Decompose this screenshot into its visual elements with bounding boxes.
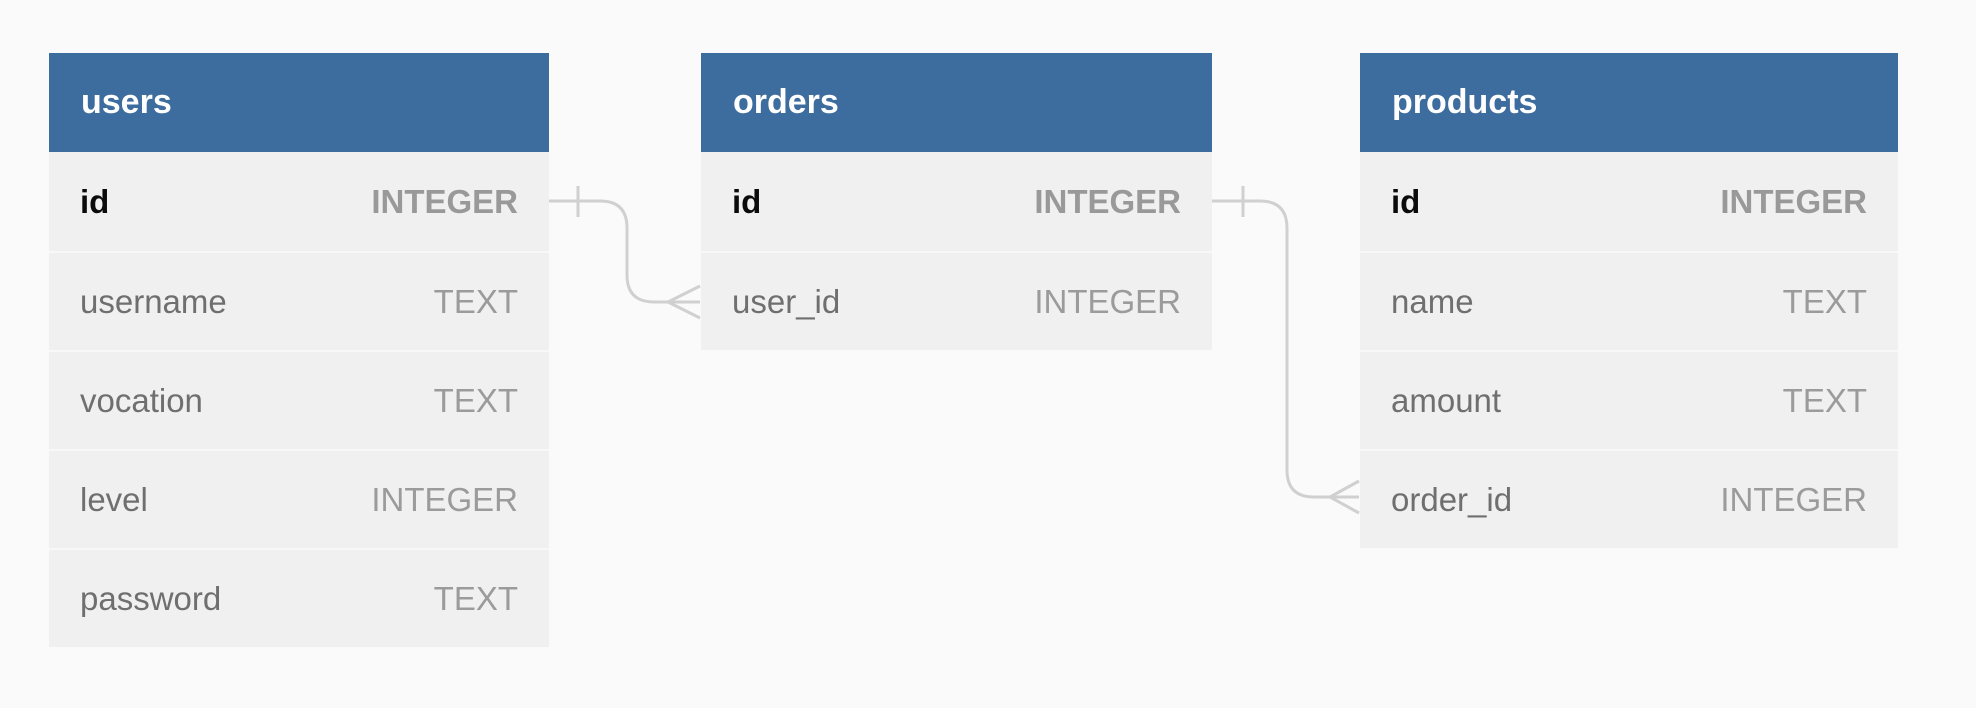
field-type: INTEGER	[1034, 282, 1181, 320]
field-name: amount	[1391, 381, 1502, 419]
table-orders[interactable]: orders id INTEGER user_id INTEGER	[701, 53, 1212, 350]
table-title: users	[81, 83, 172, 121]
relationship-line[interactable]	[549, 199, 668, 304]
field-type: INTEGER	[1720, 182, 1867, 220]
canvas-bottom-edge	[0, 708, 1976, 718]
field-type: TEXT	[433, 579, 518, 617]
field-type: TEXT	[1782, 282, 1867, 320]
field-type: TEXT	[433, 381, 518, 419]
table-header[interactable]: products	[1360, 53, 1898, 152]
table-header[interactable]: orders	[701, 53, 1212, 152]
field-name: name	[1391, 282, 1474, 320]
field-name: password	[80, 579, 222, 617]
field-type: INTEGER	[1720, 480, 1867, 518]
table-row[interactable]: id INTEGER	[1360, 152, 1898, 251]
field-name: level	[80, 480, 148, 518]
table-row[interactable]: id INTEGER	[49, 152, 549, 251]
field-name: id	[732, 182, 762, 220]
table-row[interactable]: order_id INTEGER	[1360, 449, 1898, 548]
field-type: INTEGER	[1034, 182, 1181, 220]
crow-foot-many-icon	[667, 284, 701, 320]
table-row[interactable]: name TEXT	[1360, 251, 1898, 350]
field-name: id	[1391, 182, 1421, 220]
table-field-list: id INTEGER name TEXT amount TEXT order_i…	[1360, 152, 1898, 548]
table-row[interactable]: amount TEXT	[1360, 350, 1898, 449]
table-row[interactable]: password TEXT	[49, 548, 549, 647]
table-users[interactable]: users id INTEGER username TEXT vocation …	[49, 53, 549, 647]
field-name: id	[80, 182, 110, 220]
table-title: orders	[733, 83, 839, 121]
field-type: TEXT	[1782, 381, 1867, 419]
crow-foot-many-icon	[1329, 479, 1360, 515]
table-title: products	[1392, 83, 1538, 121]
table-header[interactable]: users	[49, 53, 549, 152]
field-name: order_id	[1391, 480, 1513, 518]
table-field-list: id INTEGER username TEXT vocation TEXT l…	[49, 152, 549, 647]
table-row[interactable]: level INTEGER	[49, 449, 549, 548]
table-row[interactable]: username TEXT	[49, 251, 549, 350]
field-name: user_id	[732, 282, 841, 320]
field-name: username	[80, 282, 227, 320]
relationship-line[interactable]	[1212, 199, 1330, 499]
field-type: INTEGER	[371, 182, 518, 220]
field-type: INTEGER	[371, 480, 518, 518]
relationship-users-orders[interactable]	[549, 186, 701, 320]
table-row[interactable]: vocation TEXT	[49, 350, 549, 449]
table-row[interactable]: id INTEGER	[701, 152, 1212, 251]
relationship-orders-products[interactable]	[1212, 186, 1360, 515]
table-row[interactable]: user_id INTEGER	[701, 251, 1212, 350]
field-type: TEXT	[433, 282, 518, 320]
field-name: vocation	[80, 381, 203, 419]
table-products[interactable]: products id INTEGER name TEXT amount TEX…	[1360, 53, 1898, 548]
table-field-list: id INTEGER user_id INTEGER	[701, 152, 1212, 350]
